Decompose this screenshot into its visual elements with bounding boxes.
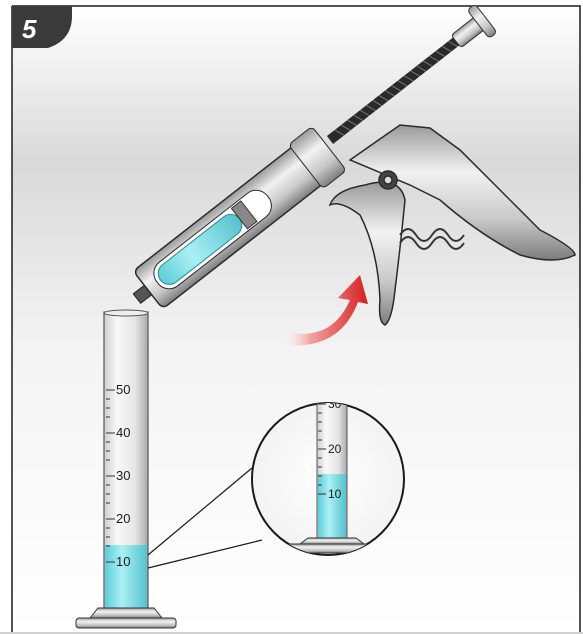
cylinder-label-30: 30	[116, 468, 130, 483]
cylinder-label-40: 40	[116, 425, 130, 440]
cylinder-label-50: 50	[116, 382, 130, 397]
cylinder-label-10: 10	[116, 554, 130, 569]
zoom-label-10: 10	[328, 487, 342, 501]
zoom-liquid	[318, 474, 346, 538]
zoom-label-20: 20	[328, 442, 342, 456]
step-number: 5	[22, 14, 37, 44]
cylinder-label-20: 20	[116, 511, 130, 526]
